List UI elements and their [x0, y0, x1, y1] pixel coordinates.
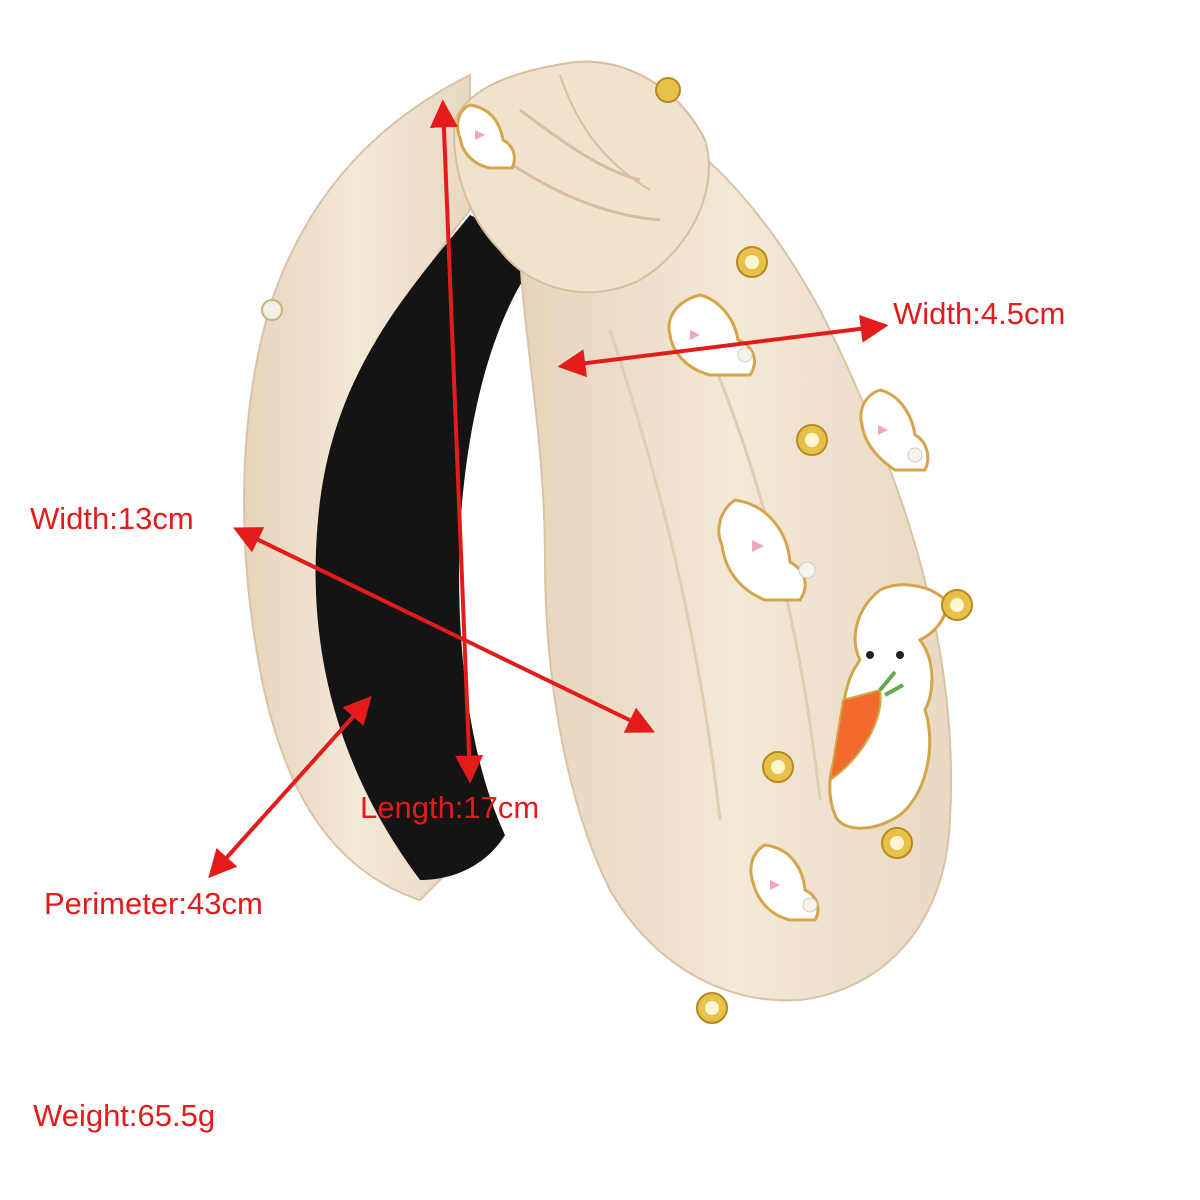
- bunny-charm-icon: [717, 498, 816, 602]
- rhinestone-icon: [261, 299, 283, 321]
- bunny-charm-icon: [859, 388, 930, 472]
- width-top-label: Width:4.5cm: [893, 296, 1066, 331]
- bunny-charm-icon: [749, 843, 820, 922]
- width-top-arrow: [557, 314, 889, 378]
- rhinestone-icon: [762, 751, 794, 783]
- rhinestone-icon: [736, 246, 768, 278]
- width-side-label: Width:13cm: [30, 501, 194, 536]
- rhinestone-icon: [696, 992, 728, 1024]
- weight-label: Weight:65.5g: [33, 1098, 216, 1133]
- rhinestone-icon: [881, 827, 913, 859]
- width-side-arrow: [232, 527, 656, 733]
- rhinestone-icon: [796, 424, 828, 456]
- length-label: Length:17cm: [360, 790, 540, 825]
- top-knot: [453, 60, 710, 294]
- perimeter-label: Perimeter:43cm: [44, 886, 263, 921]
- rhinestone-icon: [941, 589, 973, 621]
- rhinestone-icon: [655, 77, 681, 103]
- perimeter-arrow: [208, 695, 372, 879]
- bunny-with-carrot-charm: [828, 583, 948, 830]
